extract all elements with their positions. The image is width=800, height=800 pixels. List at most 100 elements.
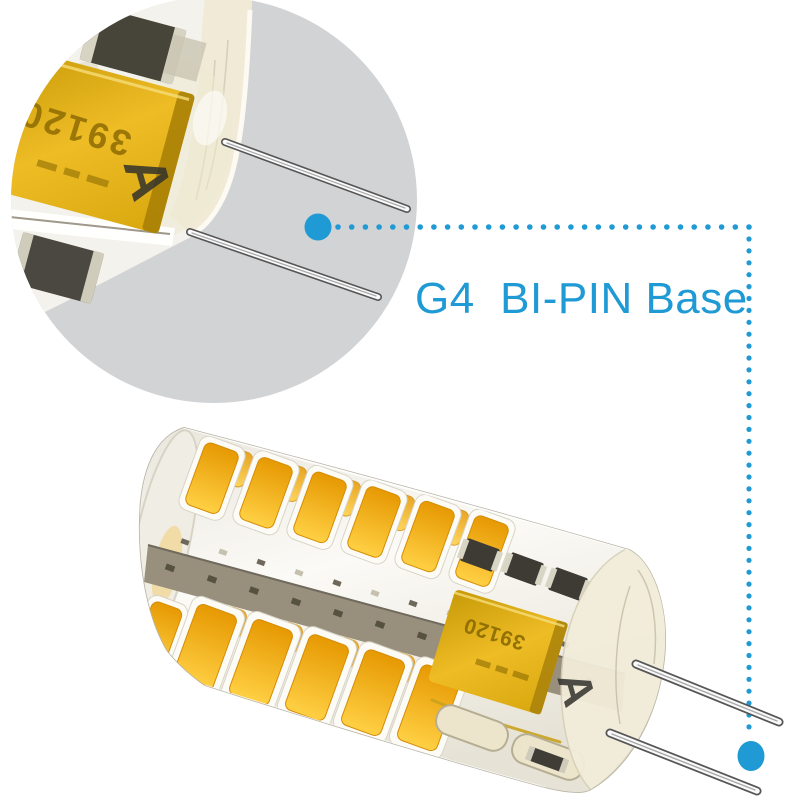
connector-dot xyxy=(746,367,752,373)
callout-dot-top xyxy=(304,213,332,241)
connector-dot xyxy=(732,224,739,230)
led-chip-row-bottom xyxy=(138,595,470,760)
led-chip xyxy=(185,442,239,514)
connector-dot xyxy=(746,450,752,456)
bulb-body: 39120 A xyxy=(138,427,667,793)
resistor-chip xyxy=(456,538,504,572)
connector-dot xyxy=(746,629,752,635)
solder-pad xyxy=(163,34,207,82)
connector-dot xyxy=(417,224,424,230)
led-chip xyxy=(341,649,405,737)
metal-strip-edge xyxy=(11,215,171,235)
connector-dot xyxy=(746,486,752,492)
connector-dot xyxy=(485,224,492,230)
connector-dot xyxy=(746,510,752,516)
connector-dot xyxy=(527,224,533,230)
connector-dot xyxy=(746,284,752,290)
connector-dot xyxy=(362,224,369,230)
connector-dot xyxy=(431,224,437,230)
pcb-speck xyxy=(248,586,260,595)
connector-dot xyxy=(677,224,684,230)
cob-chip: 39120 xyxy=(428,590,568,715)
inset-pin-lower xyxy=(186,228,382,301)
connector-dot xyxy=(746,498,752,504)
led-chip xyxy=(347,486,401,558)
connector-dot xyxy=(746,545,752,552)
connector-dot xyxy=(444,224,451,230)
connector-dot xyxy=(746,379,752,385)
connector-dot xyxy=(746,569,752,575)
connector-dot xyxy=(746,533,752,540)
metal-strip xyxy=(11,208,175,246)
solder-speck xyxy=(256,558,266,567)
led-chip xyxy=(401,500,455,573)
bulb-pin-upper xyxy=(631,659,784,727)
connector-dot xyxy=(746,676,752,682)
connector-dot xyxy=(746,426,752,432)
connector-dot xyxy=(472,224,478,230)
connector-dot xyxy=(746,391,752,397)
connector-dot xyxy=(746,617,752,623)
led-chip-row-top xyxy=(178,435,516,594)
resistor-chip-row xyxy=(456,538,592,601)
connector-dot xyxy=(513,224,519,230)
resistor-chip xyxy=(500,552,548,586)
connector-dot xyxy=(609,224,615,230)
connector-dot xyxy=(746,605,752,611)
connector-dot xyxy=(746,248,752,254)
connector-dot xyxy=(705,224,711,230)
connector-dot xyxy=(746,438,752,444)
connector-dot xyxy=(746,403,752,409)
connector-dot xyxy=(746,522,752,528)
connector-dot xyxy=(746,331,752,337)
pcb-speck xyxy=(416,631,428,641)
led-bulb: 39120 A xyxy=(138,427,784,796)
pcb-speck xyxy=(374,620,386,629)
pcb-speck xyxy=(332,608,344,618)
chip-marking-line2 xyxy=(36,159,110,188)
led-chip xyxy=(285,634,349,721)
connector-dot xyxy=(746,652,752,659)
connector-dot xyxy=(746,641,752,647)
connector-dot xyxy=(581,224,588,230)
resistor-pad xyxy=(500,552,514,574)
connector-dot xyxy=(746,724,752,730)
resistor-pad xyxy=(544,567,558,589)
connector-dot xyxy=(499,224,506,230)
bulb-pin-lower xyxy=(605,728,762,796)
inset-pin-upper xyxy=(221,138,411,213)
connector-dot xyxy=(664,224,670,230)
connector-dot xyxy=(746,295,752,302)
solder-speck xyxy=(408,599,418,608)
connector-dot xyxy=(746,688,752,694)
connector-dot xyxy=(746,272,752,278)
connector-dot xyxy=(390,224,396,230)
solder-speck xyxy=(180,538,190,546)
connector-dot xyxy=(622,224,629,230)
connector-dot xyxy=(746,236,752,242)
connector-dot xyxy=(746,414,752,421)
connector-dot xyxy=(746,355,752,361)
led-chip xyxy=(239,457,293,529)
connector-dot xyxy=(746,664,752,671)
resistor-body xyxy=(548,567,588,601)
callout-label: G4 BI-PIN Base xyxy=(415,274,748,323)
resistor-pad xyxy=(534,564,548,586)
connector-dot xyxy=(746,224,752,230)
connector-dot xyxy=(746,462,752,468)
facet-line xyxy=(615,569,657,725)
pcb-speck xyxy=(290,597,302,607)
connector-dot xyxy=(376,224,382,230)
dotted-connector-horizontal xyxy=(335,224,752,230)
connector-dot xyxy=(650,224,656,230)
connector-dot xyxy=(348,224,355,230)
connector-dot xyxy=(746,260,752,266)
resistor-chip xyxy=(11,0,61,33)
pcb-speck xyxy=(206,574,218,584)
connector-dot xyxy=(568,224,574,230)
resistor-pad xyxy=(456,538,470,560)
led-chip xyxy=(293,471,347,544)
connector-dot xyxy=(746,581,752,587)
connector-dot xyxy=(746,474,752,480)
